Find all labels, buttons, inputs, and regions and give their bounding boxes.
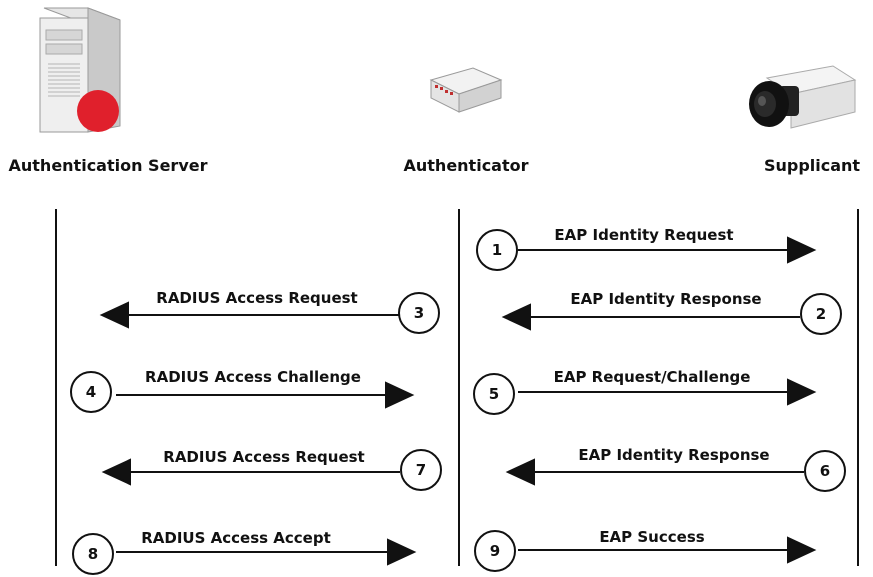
message-label-7: RADIUS Access Request [163,448,365,466]
message-label-9: EAP Success [599,528,705,546]
arrowhead-2 [501,303,531,331]
message-label-1: EAP Identity Request [554,226,734,244]
arrowhead-7 [101,458,131,486]
message-label-3: RADIUS Access Request [156,289,358,307]
supplicant-label: Supplicant [763,156,861,175]
step-8-badge: 8 [72,533,114,575]
message-label-6: EAP Identity Response [578,446,770,464]
step-9-badge: 9 [474,530,516,572]
arrowhead-8 [387,538,417,566]
arrowhead-1 [787,236,817,264]
message-label-4: RADIUS Access Challenge [145,368,361,386]
message-label-8: RADIUS Access Accept [141,529,331,547]
step-6-badge: 6 [804,450,846,492]
server-tower-icon [39,7,121,133]
arrowhead-6 [505,458,535,486]
arrowhead-5 [787,378,817,406]
step-1-badge: 1 [476,229,518,271]
supplicant-lifeline [857,209,859,566]
network-switch-icon [429,67,503,113]
step-2-badge: 2 [800,293,842,335]
authenticator-lifeline [458,209,460,566]
server-lifeline [55,209,57,566]
message-label-5: EAP Request/Challenge [553,368,751,386]
network-camera-icon [749,65,857,129]
step-4-badge: 4 [70,371,112,413]
authentication-server-label: Authentication Server [8,156,208,175]
arrowhead-9 [787,536,817,564]
arrowhead-4 [385,381,415,409]
step-7-badge: 7 [400,449,442,491]
message-label-2: EAP Identity Response [570,290,762,308]
authenticator-label: Authenticator [403,156,529,175]
arrowhead-3 [99,301,129,329]
step-3-badge: 3 [398,292,440,334]
step-5-badge: 5 [473,373,515,415]
